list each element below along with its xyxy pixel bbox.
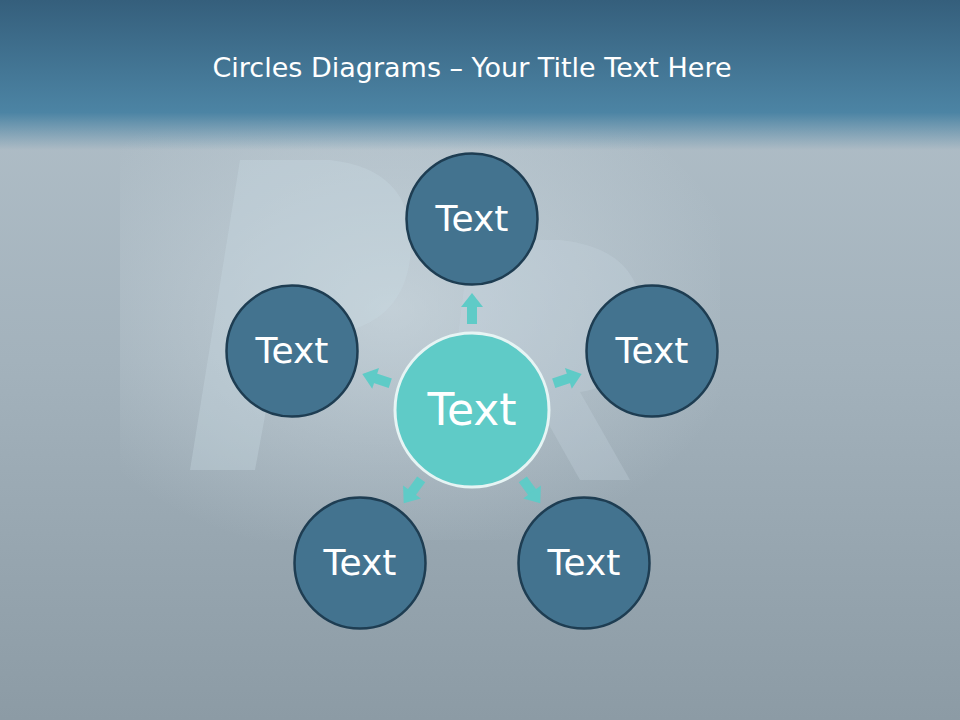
circle-text-wrap: Text — [292, 495, 428, 631]
circle-outline — [395, 333, 549, 487]
center-circle: Text — [392, 330, 552, 490]
circle-text-wrap: Text — [404, 151, 540, 287]
circle-outline — [227, 286, 358, 417]
outer-circle: Text — [292, 495, 428, 631]
circle-text-wrap: Text — [584, 283, 720, 419]
outer-circle: Text — [584, 283, 720, 419]
circle-text-stack: Text — [548, 542, 621, 583]
circle-text-stack: Text — [256, 330, 329, 371]
arrow-head — [403, 485, 421, 503]
circle-label: Text — [436, 198, 509, 239]
arrow-shaft — [523, 479, 533, 493]
circle-label: Text — [428, 385, 517, 436]
arrow-head — [362, 368, 379, 389]
circle-text-stack: Text — [616, 330, 689, 371]
circle-text-wrap: Text — [224, 283, 360, 419]
arrow-head — [461, 293, 483, 307]
circle-outline — [587, 286, 718, 417]
circle-text-stack: Text — [428, 385, 517, 436]
arrow-head — [565, 368, 582, 389]
circle-outline — [407, 154, 538, 285]
circle-outline — [295, 498, 426, 629]
outer-circle: Text — [224, 283, 360, 419]
arrow-head — [523, 485, 541, 503]
circle-label: Text — [256, 330, 329, 371]
slide-title: Circles Diagrams – Your Title Text Here — [0, 52, 944, 83]
circle-text-stack: Text — [436, 198, 509, 239]
circle-text-wrap: Text — [392, 330, 552, 490]
arrow-connector — [362, 368, 390, 389]
arrow-shaft — [374, 378, 391, 383]
arrow-shaft — [411, 479, 421, 493]
arrow-shaft — [554, 378, 571, 383]
outer-circle: Text — [404, 151, 540, 287]
arrow-connector — [461, 293, 483, 324]
arrow-connector — [523, 479, 541, 503]
circle-text-wrap: Text — [516, 495, 652, 631]
arrow-connector — [554, 368, 582, 389]
circle-label: Text — [616, 330, 689, 371]
circle-label: Text — [548, 542, 621, 583]
arrow-connector — [403, 479, 421, 503]
outer-circle: Text — [516, 495, 652, 631]
arrow-shaft — [467, 305, 477, 324]
circle-text-stack: Text — [324, 542, 397, 583]
circle-outline — [519, 498, 650, 629]
circle-label: Text — [324, 542, 397, 583]
